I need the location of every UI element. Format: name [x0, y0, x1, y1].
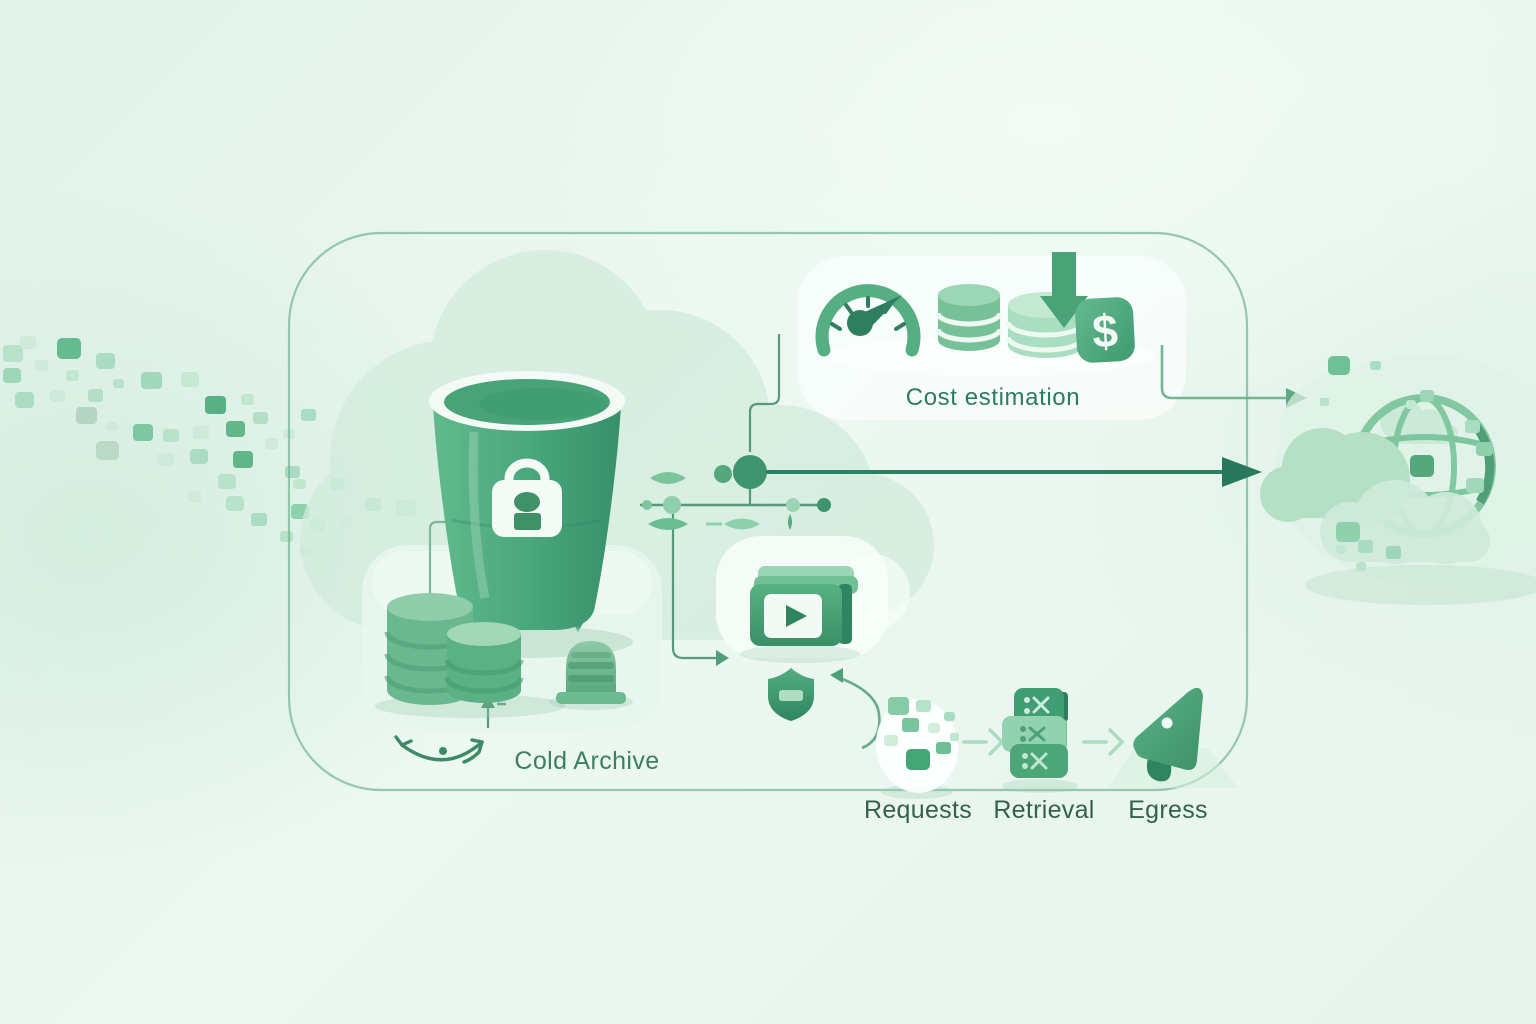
dollar-badge-icon: $: [1075, 297, 1135, 363]
retrieval-label: Retrieval: [993, 796, 1095, 824]
cold-database-stack-icon: [375, 593, 565, 718]
sync-smile-arrow-icon: [394, 735, 484, 764]
gauge-icon: [815, 284, 921, 357]
dollar-glyph: $: [1091, 304, 1119, 357]
database-stack-icon: [935, 284, 1003, 351]
circuit-decoration: [642, 455, 831, 530]
lower-cloud: [1320, 480, 1490, 564]
requests-label: Requests: [863, 796, 973, 824]
shield-icon: [768, 668, 814, 721]
cost-estimation-label: Cost estimation: [905, 384, 1081, 411]
storage-bucket-lock-icon: [421, 371, 633, 658]
video-media-icon: [740, 566, 860, 663]
boundary-box: [287, 231, 1249, 792]
egress-plane-icon: [1108, 687, 1238, 788]
data-pixels-right: [1320, 356, 1493, 571]
lock-icon: [492, 458, 562, 537]
archive-dome-icon: [549, 641, 633, 710]
main-flow-arrow: [766, 457, 1262, 487]
egress-label: Egress: [1128, 796, 1208, 824]
cold-archive-label: Cold Archive: [514, 747, 660, 775]
coin-stack-download-icon: [1005, 252, 1088, 358]
retrieval-blocks-icon: [1002, 688, 1078, 793]
requests-blob-icon: [875, 697, 959, 799]
cloud-globe-icon: [1260, 355, 1536, 605]
